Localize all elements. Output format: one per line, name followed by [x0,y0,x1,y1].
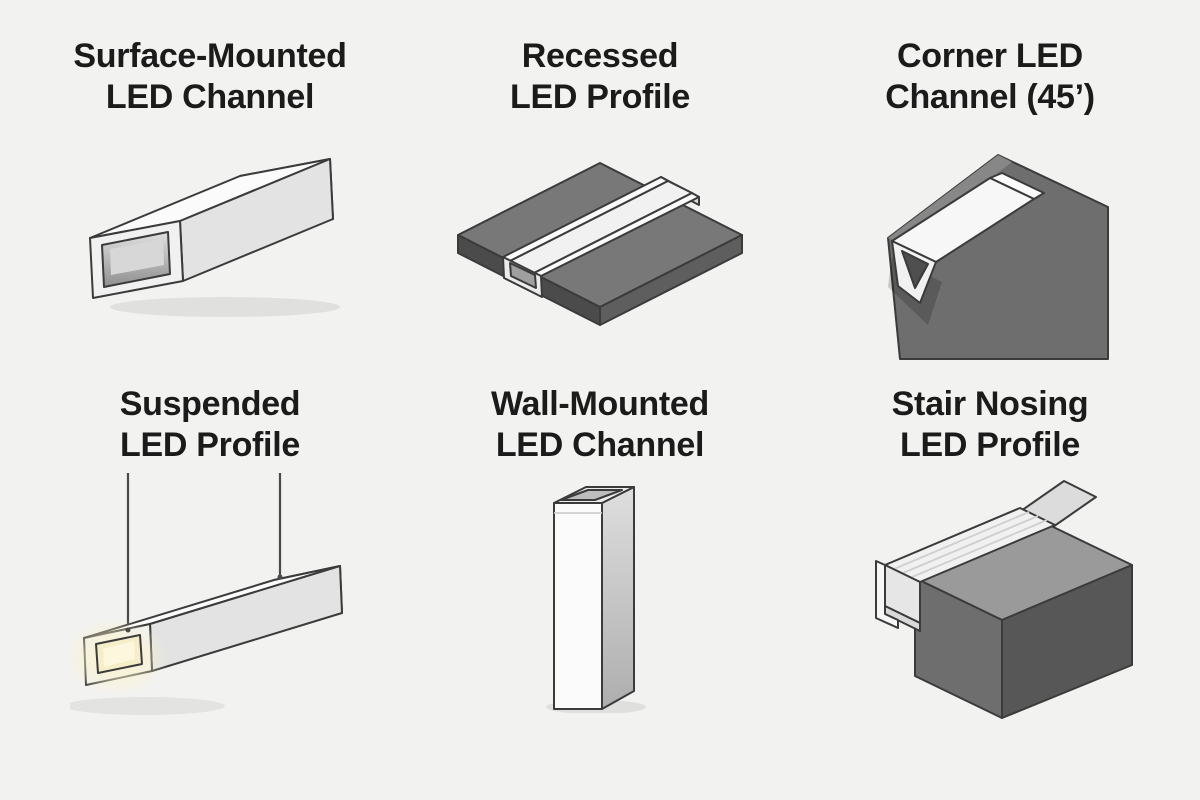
title-line-2: LED Profile [900,426,1080,465]
title-line-1: Stair Nosing [891,385,1089,423]
wall-channel-body [553,485,635,710]
wall-mounted-svg [546,485,646,713]
recessed-illustration [450,135,750,331]
card-wall-mounted: Wall-Mounted LED Channel [420,370,780,800]
wall-mounted-illustration [530,473,670,713]
card-title-wall-mounted: Wall-Mounted LED Channel [491,384,709,467]
title-line-1: Surface-Mounted [73,37,347,75]
wire-attach-point [277,574,283,580]
recessed-svg [457,161,743,326]
ground-shadow [110,296,340,317]
card-surface-mounted: Surface-Mounted LED Channel [0,0,420,370]
card-title-stair-nosing: Stair Nosing LED Profile [892,384,1089,467]
title-line-1: Suspended [119,385,301,423]
surface-mounted-svg [89,157,340,317]
suspended-cavity [95,633,143,674]
card-title-suspended: Suspended LED Profile [120,384,301,467]
wire-attach-point [125,627,131,633]
stair-nosing-svg [875,479,1133,719]
card-stair-nosing: Stair Nosing LED Profile [780,370,1200,800]
card-corner: Corner LED Channel (45’) [780,0,1200,370]
surface-mounted-illustration [60,135,360,325]
stair-nosing-profile [875,506,1056,632]
card-title-surface-mounted: Surface-Mounted LED Channel [73,36,346,119]
title-line-2: Channel (45’) [885,78,1095,117]
suspended-svg [70,472,343,715]
title-line-1: Corner LED [897,37,1083,75]
suspension-wires [126,472,282,629]
corner-svg [887,153,1109,360]
surface-channel-body [89,157,334,299]
stair-nosing-illustration [840,473,1140,723]
corner-profile [891,171,1045,304]
card-title-recessed: Recessed LED Profile [510,36,690,119]
title-line-1: Recessed [521,37,679,75]
title-line-1: Wall-Mounted [491,385,709,423]
card-title-corner: Corner LED Channel (45’) [885,36,1095,119]
title-line-2: LED Profile [120,426,300,465]
ground-shadow [70,696,225,715]
card-suspended: Suspended LED Profile [0,370,420,800]
title-line-2: LED Channel [495,426,705,465]
corner-illustration [870,135,1110,363]
title-line-2: LED Profile [510,78,690,117]
suspended-illustration [70,472,350,723]
recessed-channel [502,175,700,298]
card-recessed: Recessed LED Profile [420,0,780,370]
title-line-2: LED Channel [105,78,315,117]
stair-step [914,521,1133,719]
